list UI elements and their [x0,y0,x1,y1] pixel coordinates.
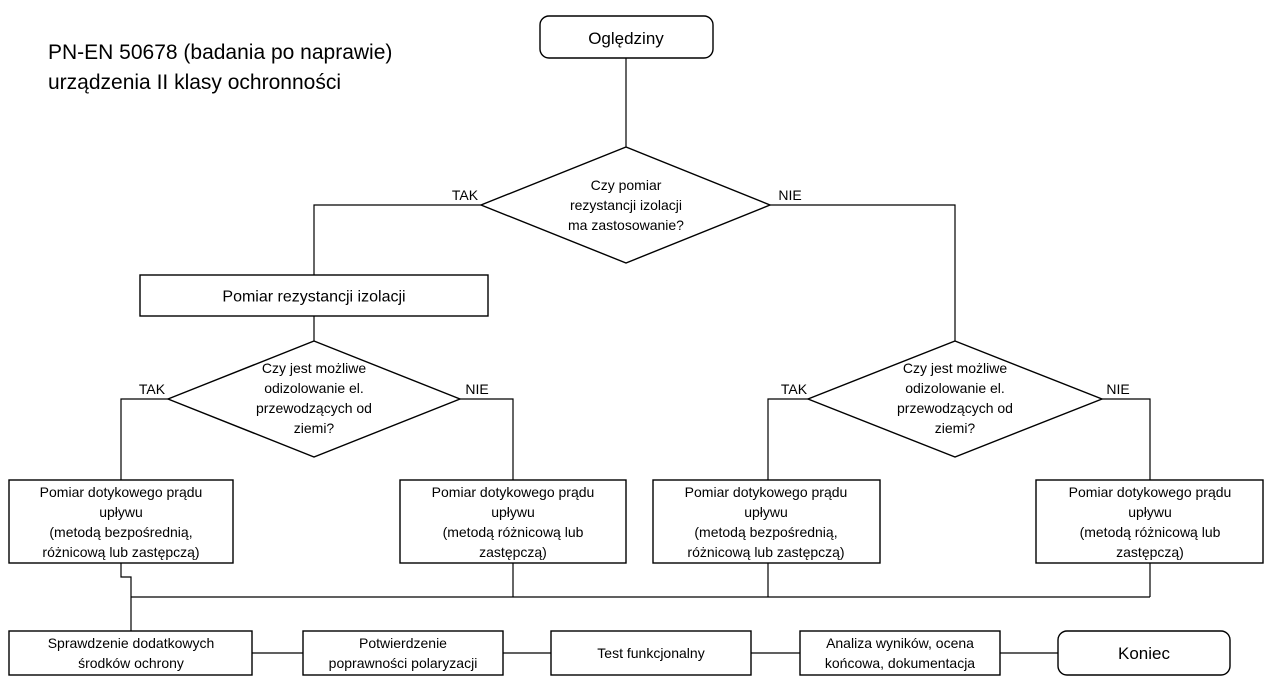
start-node [539,15,714,59]
decision-main-label: Czy pomiar rezystancji izolacji ma zastoso… [568,177,684,233]
title-line-2: urządzenia II klasy ochronności [48,71,341,94]
check-protection-box [8,630,253,676]
polarity-box [302,630,504,676]
decision-left-diamond [166,340,462,458]
leak-1-line-1: Pomiar dotykowego prądu [40,484,203,500]
decision-main-line-1: Czy pomiar [591,177,662,193]
decision-left-label: Czy jest możliwe odizolowanie el. przewodz… [256,360,372,436]
label-left-yes: TAK [139,381,166,397]
leak-box-4 [1035,479,1264,564]
start-line-1: Oględziny [588,29,664,48]
end-node [1057,630,1231,676]
polarity-label: Potwierdzenie poprawności polaryzacji [329,635,478,671]
leak-box-3 [652,479,881,564]
leak-2-label: Pomiar dotykowego prądu upływu (metodą róż… [432,484,595,560]
leak-2-line-4: zastępczą) [479,544,547,560]
polarity-line-1: Potwierdzenie [359,635,447,651]
analysis-line-1: Analiza wyników, ocena [826,635,974,651]
decision-right-line-4: ziemi? [935,420,976,436]
leak-4-label: Pomiar dotykowego prądu upływu (metodą róż… [1069,484,1232,560]
end-line-1: Koniec [1118,644,1170,663]
decision-left-line-4: ziemi? [294,420,335,436]
leak-1-line-2: upływu [99,504,143,520]
leak-box-1 [8,479,234,564]
edge-main-no [770,204,956,341]
polarity-line-2: poprawności polaryzacji [329,655,478,671]
edge-left-yes [120,398,168,480]
edge-right-yes [767,398,808,480]
leak-1-label: Pomiar dotykowego prądu upływu (metodą bez… [40,484,203,560]
insulation-line-1: Pomiar rezystancji izolacji [222,289,405,306]
decision-right-diamond [806,340,1104,458]
leak-2-line-2: upływu [491,504,535,520]
leak-1-line-4: różnicową lub zastępczą) [42,544,199,560]
analysis-label: Analiza wyników, ocena końcowa, dokumenta… [825,635,975,671]
leak-3-label: Pomiar dotykowego prądu upływu (metodą bez… [685,484,848,560]
leak-4-line-4: zastępczą) [1116,544,1184,560]
start-label: Oględziny [588,29,664,48]
end-label: Koniec [1118,644,1170,663]
decision-left-line-3: przewodzących od [256,400,372,416]
leak-2-line-3: (metodą różnicową lub [443,524,584,540]
edge-labels: TAK NIE TAK NIE TAK NIE [139,187,1130,397]
leak-4-line-1: Pomiar dotykowego prądu [1069,484,1232,500]
label-right-yes: TAK [781,381,808,397]
node-labels: Oględziny Czy pomiar rezystancji izolacji… [40,29,1232,671]
edge-main-yes [313,204,481,275]
label-right-no: NIE [1106,381,1129,397]
title-line-1: PN-EN 50678 (badania po naprawie) [48,41,393,64]
leak-1-line-3: (metodą bezpośrednią, [49,524,192,540]
shapes [8,15,1264,676]
label-main-no: NIE [778,187,801,203]
functional-label: Test funkcjonalny [597,645,704,661]
edge-leak1-down [120,563,132,631]
insulation-box [139,274,489,317]
leak-4-line-2: upływu [1128,504,1172,520]
decision-left-line-1: Czy jest możliwe [262,360,366,376]
diagram-title: PN-EN 50678 (badania po naprawie) urządz… [48,38,392,98]
check-protection-line-1: Sprawdzenie dodatkowych [48,635,215,651]
leak-box-2 [399,479,627,564]
insulation-label: Pomiar rezystancji izolacji [222,289,405,306]
functional-line-1: Test funkcjonalny [597,645,704,661]
decision-right-line-3: przewodzących od [897,400,1013,416]
label-left-no: NIE [465,381,488,397]
leak-2-line-1: Pomiar dotykowego prądu [432,484,595,500]
edge-left-no [460,398,514,480]
decision-right-line-1: Czy jest możliwe [903,360,1007,376]
edge-right-no [1102,398,1151,480]
decision-left-line-2: odizolowanie el. [264,380,364,396]
leak-3-line-1: Pomiar dotykowego prądu [685,484,848,500]
decision-main-diamond [479,146,772,264]
leak-4-line-3: (metodą różnicową lub [1080,524,1221,540]
decision-right-line-2: odizolowanie el. [905,380,1005,396]
analysis-line-2: końcowa, dokumentacja [825,655,975,671]
leak-3-line-3: (metodą bezpośrednią, [694,524,837,540]
leak-3-line-4: różnicową lub zastępczą) [687,544,844,560]
connectors [120,58,1151,654]
check-protection-label: Sprawdzenie dodatkowych środków ochrony [48,635,215,671]
check-protection-line-2: środków ochrony [78,655,184,671]
decision-right-label: Czy jest możliwe odizolowanie el. przewodz… [897,360,1013,436]
decision-main-line-3: ma zastosowanie? [568,217,684,233]
decision-main-line-2: rezystancji izolacji [570,197,682,213]
analysis-box [799,630,1001,676]
label-main-yes: TAK [452,187,479,203]
leak-3-line-2: upływu [744,504,788,520]
functional-box [550,630,752,676]
